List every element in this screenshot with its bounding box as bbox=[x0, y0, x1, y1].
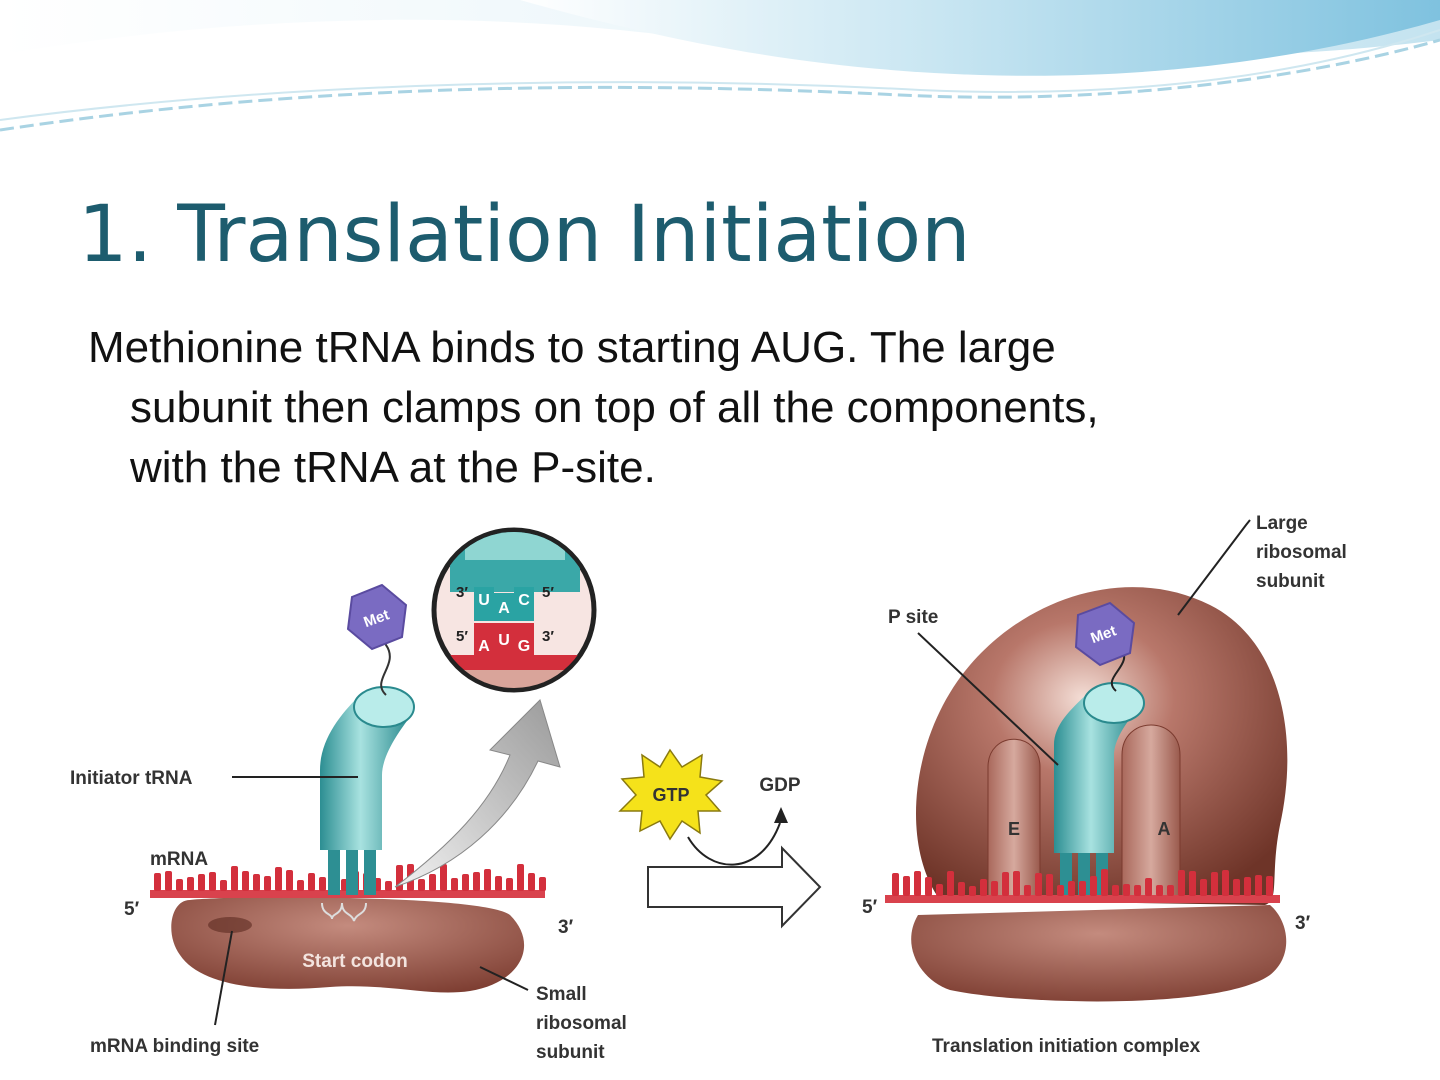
anticodon-3prime-label: 3′ bbox=[456, 584, 468, 601]
small-subunit-label: Small bbox=[536, 984, 587, 1005]
mrna-3prime-label-right: 3′ bbox=[1295, 913, 1311, 934]
anticodon-5prime-label: 5′ bbox=[542, 584, 554, 601]
anticodon-base: A bbox=[498, 600, 510, 617]
large-subunit-label: ribosomal bbox=[1256, 542, 1347, 563]
codon-5prime-label: 5′ bbox=[456, 628, 468, 645]
small-subunit-label: ribosomal bbox=[536, 1013, 627, 1034]
process-arrow bbox=[648, 848, 820, 926]
page-title: 1. Translation Initiation bbox=[78, 190, 971, 280]
anticodon-base: C bbox=[518, 592, 530, 609]
body-line: subunit then clamps on top of all the co… bbox=[88, 378, 1368, 438]
mrna-5prime-label: 5′ bbox=[124, 899, 140, 920]
p-site-label: P site bbox=[888, 607, 938, 628]
start-codon-label: Start codon bbox=[302, 951, 408, 972]
complex-caption: Translation initiation complex bbox=[932, 1036, 1201, 1057]
a-site bbox=[1122, 725, 1180, 897]
gtp-label: GTP bbox=[652, 785, 689, 805]
mrna-binding-site-label: mRNA binding site bbox=[90, 1036, 259, 1057]
gdp-label: GDP bbox=[759, 775, 801, 796]
translation-initiation-diagram: Met U A C A U G 3′ 5′ bbox=[70, 505, 1380, 1080]
a-site-label: A bbox=[1158, 819, 1171, 839]
large-subunit-label: Large bbox=[1256, 513, 1308, 534]
initiator-trna-label: Initiator tRNA bbox=[70, 768, 193, 789]
mrna-label: mRNA bbox=[150, 849, 208, 870]
body-line: Methionine tRNA binds to starting AUG. T… bbox=[88, 318, 1368, 378]
body-text: Methionine tRNA binds to starting AUG. T… bbox=[88, 318, 1368, 498]
codon-3prime-label: 3′ bbox=[542, 628, 554, 645]
codon-anticodon-inset: U A C A U G 3′ 5′ 5′ 3′ bbox=[430, 530, 600, 695]
small-subunit-label: subunit bbox=[536, 1042, 605, 1063]
zoom-arrow bbox=[395, 700, 560, 887]
codon-base: U bbox=[498, 632, 510, 649]
mrna-3prime-label: 3′ bbox=[558, 917, 574, 938]
mrna-5prime-label-right: 5′ bbox=[862, 897, 878, 918]
large-subunit-label: subunit bbox=[1256, 571, 1325, 592]
mrna-strand-right bbox=[885, 895, 1280, 903]
codon-base: G bbox=[518, 638, 530, 655]
e-site-label: E bbox=[1008, 819, 1020, 839]
anticodon-base: U bbox=[478, 592, 490, 609]
header-swoosh-decoration bbox=[0, 0, 1440, 140]
codon-base: A bbox=[478, 638, 490, 655]
body-line: with the tRNA at the P-site. bbox=[88, 438, 1368, 498]
initiator-trna bbox=[320, 687, 414, 895]
